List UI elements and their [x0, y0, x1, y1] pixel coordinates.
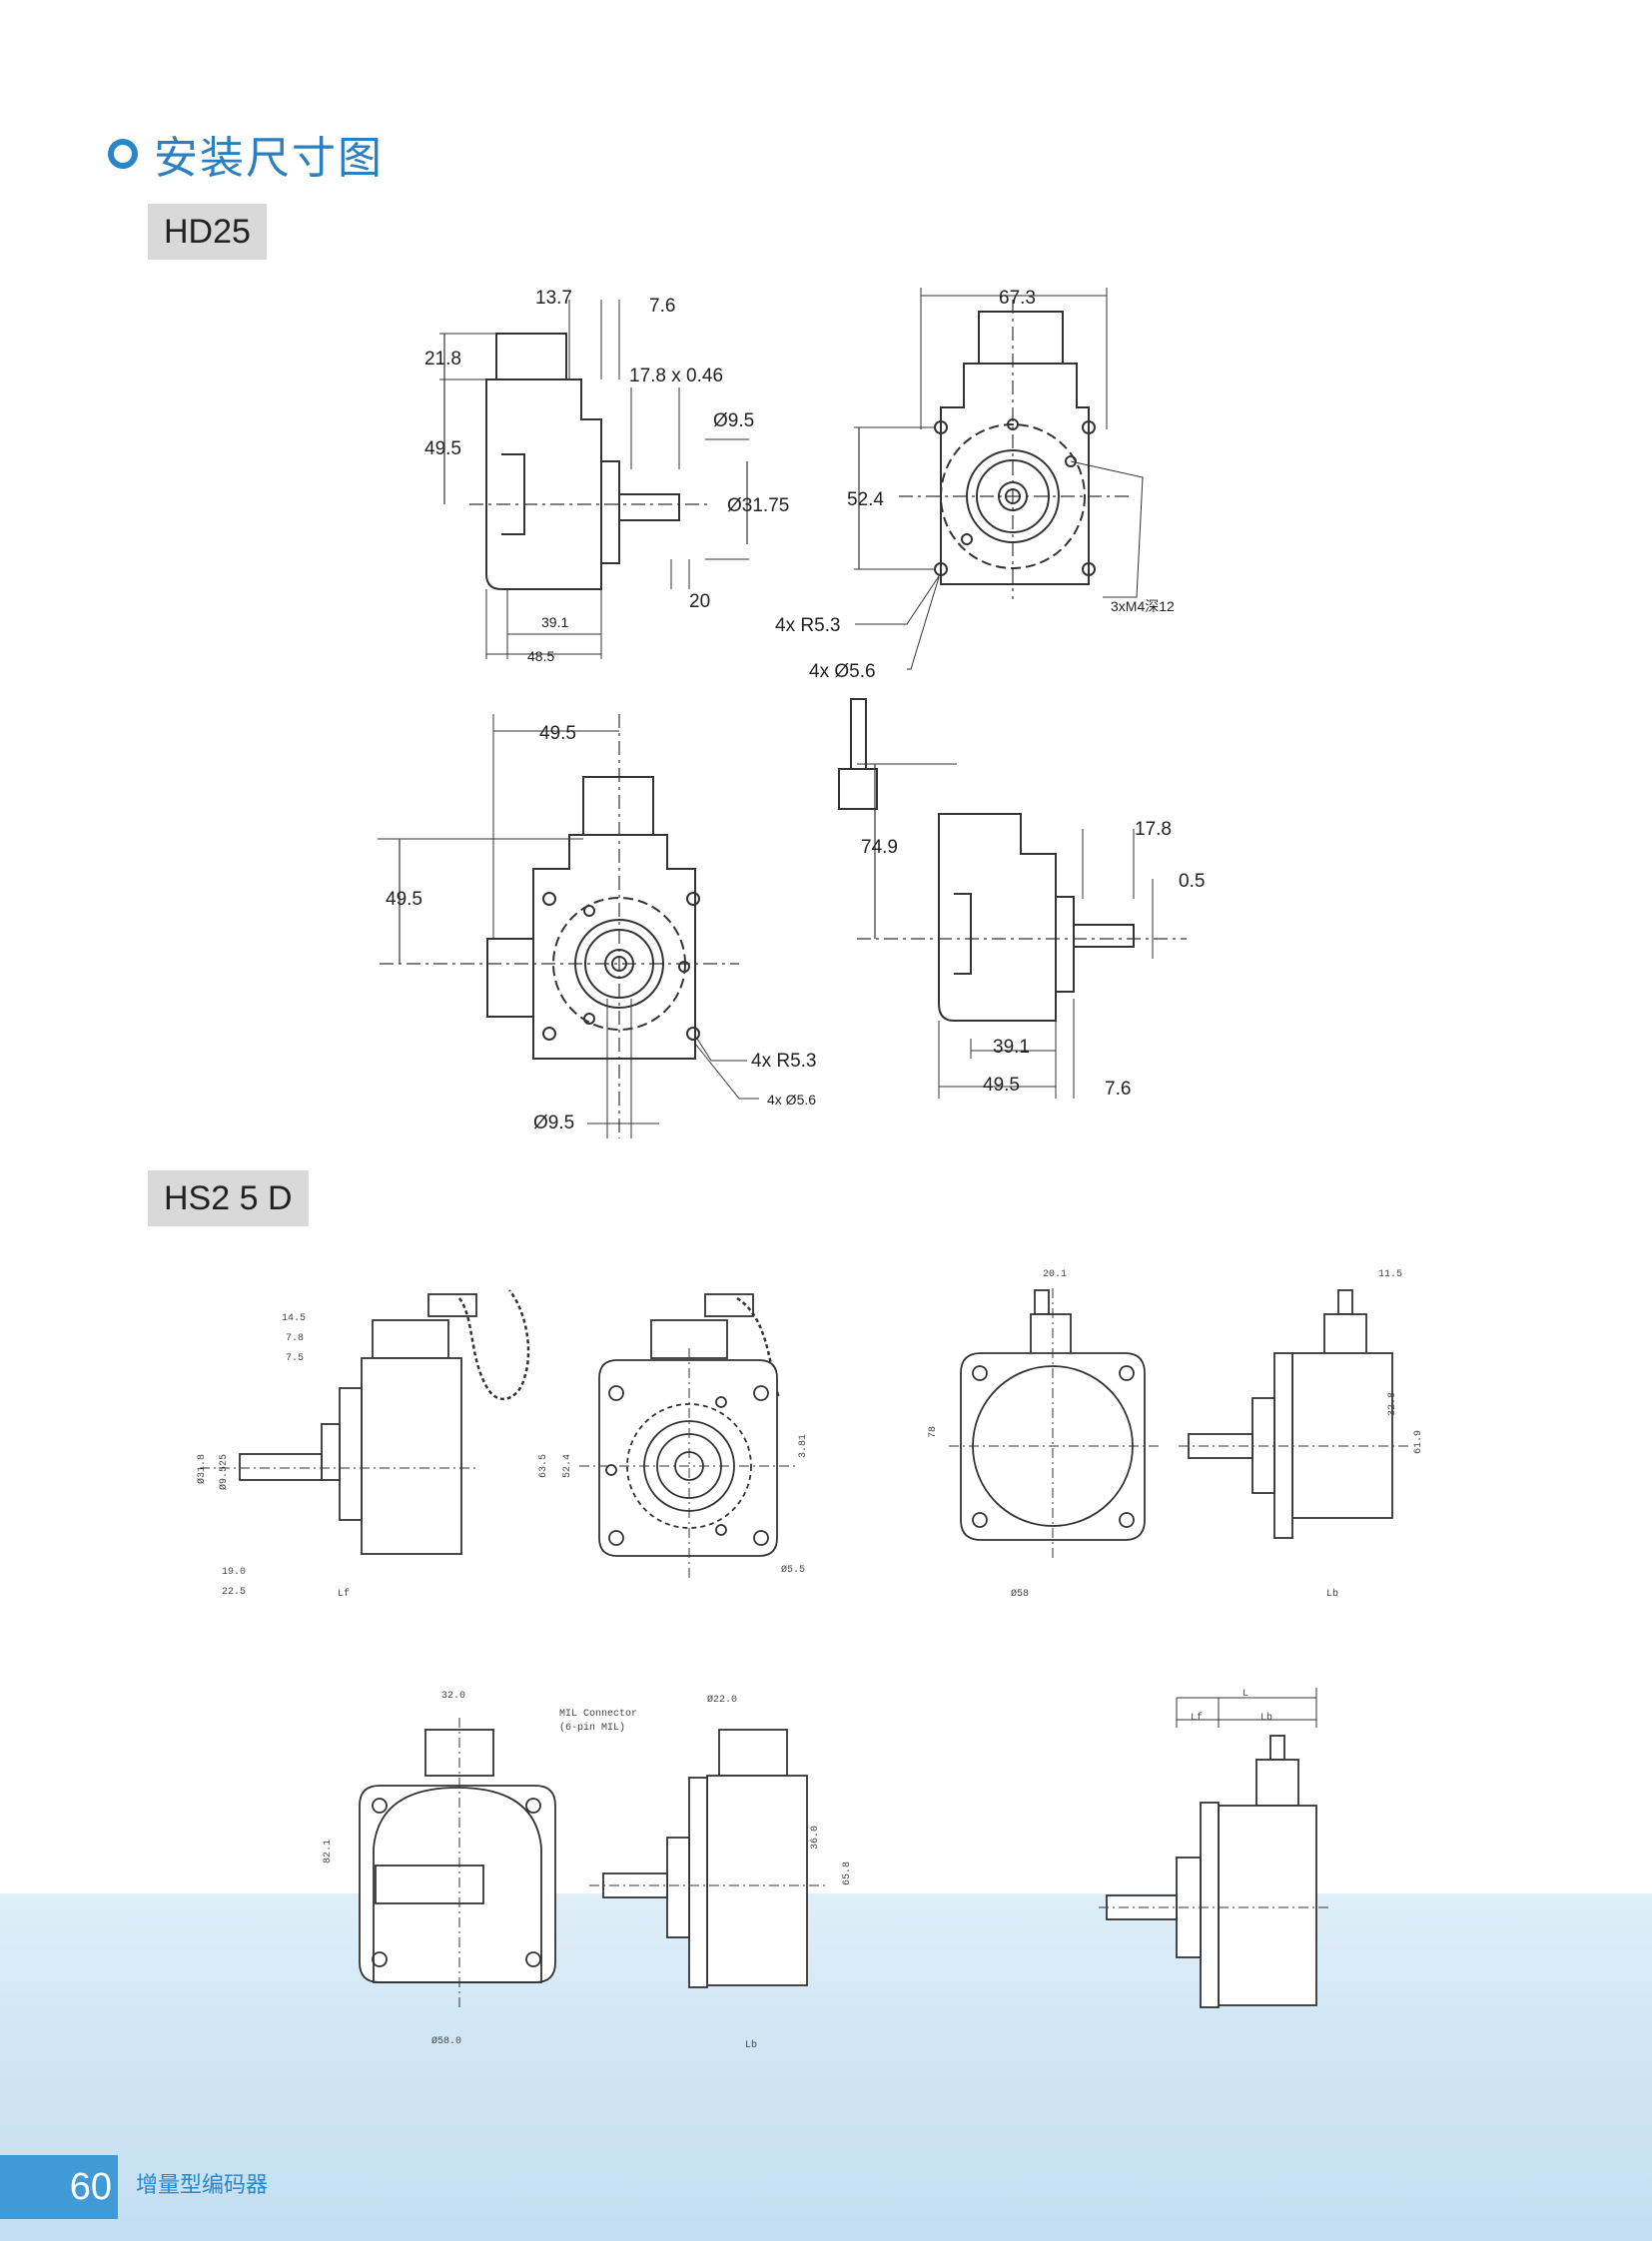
- hs25d-mil-front-view: [359, 1718, 556, 2007]
- hs-78: 78: [928, 1426, 939, 1438]
- dimension-labels: 13.7 7.6 21.8 17.8 x 0.46 Ø9.5 49.5 Ø31.…: [196, 288, 1424, 2051]
- hs25d-side-view-d: [1179, 1289, 1408, 1539]
- hd25-bottom-front-view: [378, 714, 759, 1138]
- hs-36-0: 36.0: [810, 1826, 821, 1850]
- hd25-side-view: [439, 300, 749, 659]
- hs-32-8: 32.8: [1387, 1392, 1398, 1416]
- dim-4x-r5-3-b: 4x R5.3: [751, 1051, 816, 1072]
- hs-63-5: 63.5: [538, 1454, 549, 1478]
- hs-14-5: 14.5: [282, 1313, 306, 1324]
- dim-49-5-top: 49.5: [539, 723, 576, 744]
- dim-phi31-75: Ø31.75: [727, 495, 789, 516]
- dim-17-8: 17.8: [1135, 819, 1172, 840]
- footer-label: 增量型编码器: [136, 2173, 269, 2198]
- dim-39-1: 39.1: [541, 614, 568, 630]
- hs-52-4: 52.4: [562, 1454, 573, 1478]
- hs-3-81: 3.81: [798, 1434, 809, 1458]
- dim-0-5: 0.5: [1179, 871, 1205, 892]
- dim-20: 20: [689, 591, 710, 612]
- hs-l: L: [1242, 1689, 1248, 1700]
- hs-32-0: 32.0: [441, 1691, 465, 1702]
- hs-lb-2: Lb: [745, 2039, 757, 2051]
- hd25-cable-side-view: [838, 698, 1187, 1099]
- hs-31-8: Ø31.8: [196, 1454, 208, 1484]
- hs-lf-2: Lf: [1191, 1712, 1203, 1724]
- dim-phi9-5: Ø9.5: [713, 410, 754, 431]
- circle-bullet-icon: [108, 139, 138, 169]
- footer-background: [0, 1893, 1652, 2241]
- hs25d-front-view-c: [949, 1288, 1159, 1558]
- hs-9-525: Ø9.525: [218, 1454, 230, 1490]
- hs-phi58-0: Ø58.0: [431, 2035, 461, 2047]
- dim-3xm4: 3xM4深12: [1111, 598, 1175, 614]
- dim-13-7: 13.7: [535, 288, 572, 309]
- hd25-front-view: [854, 288, 1144, 670]
- hs-22-5: 22.5: [222, 1587, 246, 1598]
- dim-7-6: 7.6: [649, 296, 675, 317]
- hs-phi5-5: Ø5.5: [781, 1564, 805, 1576]
- dim-74-9: 74.9: [861, 837, 898, 858]
- section-header: 安装尺寸图: [108, 126, 384, 184]
- hs-82-1: 82.1: [323, 1840, 334, 1864]
- dim-48-5: 48.5: [527, 648, 554, 664]
- dim-21-8: 21.8: [424, 349, 461, 370]
- hs-11-5: 11.5: [1378, 1269, 1402, 1280]
- model-tag-hs25d: HS2 5 D: [148, 1170, 309, 1226]
- dim-49-5-left: 49.5: [386, 889, 422, 910]
- dim-49-5-b: 49.5: [983, 1075, 1020, 1096]
- dim-52-4: 52.4: [847, 489, 884, 510]
- hs-lf: Lf: [338, 1588, 350, 1600]
- hs-phi22-0: Ø22.0: [707, 1694, 737, 1706]
- hs-19-0: 19.0: [222, 1567, 246, 1578]
- dim-4x-phi5-6-b: 4x Ø5.6: [767, 1092, 816, 1108]
- page-number-box: 60: [0, 2155, 118, 2219]
- section-title: 安装尺寸图: [154, 133, 384, 184]
- page-number: 60: [69, 2166, 112, 2208]
- hs-6-pin-mil: (6-pin MIL): [559, 1722, 625, 1734]
- model-tag-hd25: HD25: [148, 204, 267, 260]
- hs-phi58: Ø58: [1011, 1588, 1029, 1600]
- hs25d-mil-side-view: [589, 1729, 829, 1988]
- hs-7-5: 7.5: [286, 1353, 304, 1364]
- dim-17-8x0-46: 17.8 x 0.46: [629, 366, 723, 386]
- dim-39-1-b: 39.1: [993, 1037, 1030, 1058]
- hs25d-front-view-b: [579, 1293, 799, 1578]
- hs-20-1: 20.1: [1043, 1269, 1067, 1280]
- dim-4x-phi5-6: 4x Ø5.6: [809, 661, 876, 682]
- dim-67-3: 67.3: [999, 288, 1036, 309]
- hs-7-8: 7.8: [286, 1333, 304, 1344]
- dim-4x-r5-3: 4x R5.3: [775, 615, 840, 636]
- hs-lb-3: Lb: [1260, 1712, 1272, 1724]
- dim-49-5: 49.5: [424, 438, 461, 459]
- hs25d-side-view-a: [200, 1289, 530, 1555]
- hs-65-8: 65.8: [842, 1862, 853, 1885]
- dim-7-6-b: 7.6: [1105, 1079, 1131, 1100]
- dim-phi9-5-b: Ø9.5: [533, 1113, 574, 1133]
- hs-mil-connector: MIL Connector: [559, 1709, 637, 1720]
- hs25d-cable-side-view-g: [1099, 1688, 1328, 2008]
- hs-lb: Lb: [1326, 1588, 1338, 1600]
- hs-61-9: 61.9: [1413, 1430, 1424, 1454]
